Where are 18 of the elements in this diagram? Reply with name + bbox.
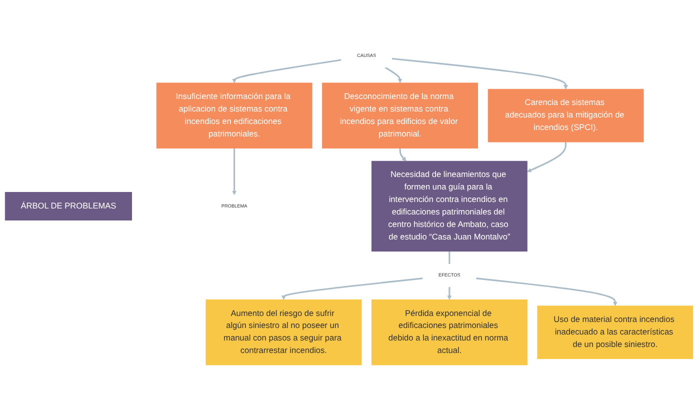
arrow [232,148,237,196]
arrow [232,59,342,84]
arrow [476,278,618,306]
connector [448,251,450,264]
node-box: ÁRBOL DE PROBLEMAS [4,192,132,220]
node-box: Uso de material contra incendios inadecuado a las características de un posible siniestro. [537,306,694,360]
node-box: Necesidad de lineamientos que formen una guía para la intervención contra incendios en edificaciones patrimoniales del centro histórico de Ambato, caso de estudio “Casa Juan Montalvo” [371,160,528,252]
node-box: Aumento del riesgo de sufrir algún siniestro al no poseer un manual con pasos a seguir para contrarrestar incendios. [206,299,362,366]
arrow [392,58,568,90]
node-box: Pérdida exponencial de edificaciones patrimoniales debido a la inexactitud en norma actual. [371,299,528,366]
node-box: Desconocimiento de la norma vigente en sistemas contra incendios para edificios de valor patrimonial. [322,82,478,148]
node-box: Insuficiente información para la aplicacion de sistemas contra incendios en edificaciones patrimoniales. [156,82,312,148]
arrow [399,148,406,162]
arrow [281,278,423,300]
arrow [384,66,402,84]
arrow [526,142,567,172]
arrow [447,286,452,300]
node-box: Carencia de sistemas adecuados para la mitigación de incendios (SPCI). [488,88,644,142]
